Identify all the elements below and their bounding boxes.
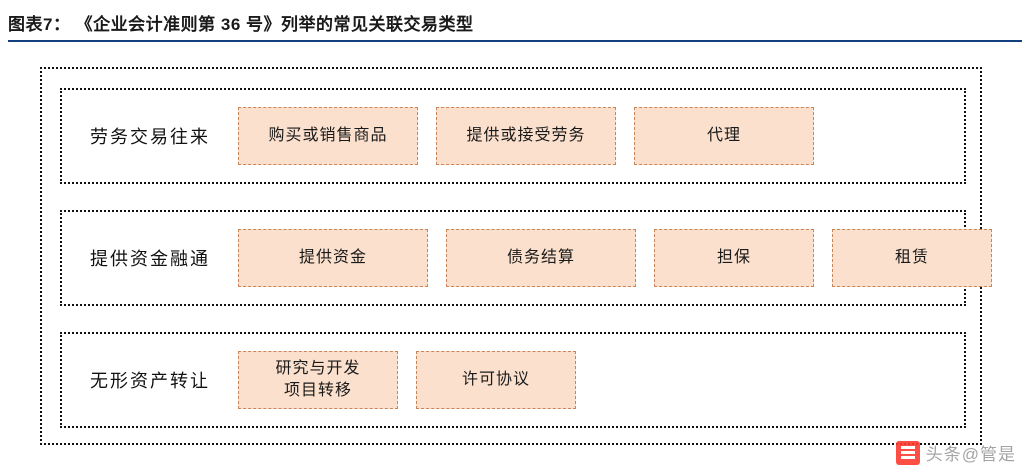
item-box: 债务结算 [446, 229, 636, 287]
diagram-outer-frame: 劳务交易往来 购买或销售商品 提供或接受劳务 代理 提供资金融通 提供资金 债务… [40, 67, 992, 445]
group-label: 劳务交易往来 [90, 127, 210, 147]
group-items: 研究与开发 项目转移 许可协议 [238, 351, 964, 409]
item-box: 提供资金 [238, 229, 428, 287]
group-row: 提供资金融通 提供资金 债务结算 担保 租赁 [60, 210, 992, 306]
group-row: 劳务交易往来 购买或销售商品 提供或接受劳务 代理 [60, 88, 966, 184]
item-box: 代理 [634, 107, 814, 165]
item-box: 提供或接受劳务 [436, 107, 616, 165]
title-underline-rule [8, 40, 1022, 42]
watermark: 头条@管是 [895, 440, 1016, 465]
group-label: 无形资产转让 [90, 371, 210, 391]
group-row: 无形资产转让 研究与开发 项目转移 许可协议 [60, 332, 966, 428]
item-box: 担保 [654, 229, 814, 287]
page-title: 图表7： 《企业会计准则第 36 号》列举的常见关联交易类型 [8, 15, 474, 34]
group-items: 提供资金 债务结算 担保 租赁 [238, 229, 1002, 287]
item-box: 研究与开发 项目转移 [238, 351, 398, 409]
item-box: 租赁 [832, 229, 992, 287]
figure-title-bar: 图表7： 《企业会计准则第 36 号》列举的常见关联交易类型 [8, 8, 1022, 42]
item-box: 购买或销售商品 [238, 107, 418, 165]
watermark-text: 头条@管是 [925, 445, 1016, 464]
toutiao-logo-icon [895, 440, 920, 465]
group-label: 提供资金融通 [90, 249, 210, 269]
item-box: 许可协议 [416, 351, 576, 409]
group-items: 购买或销售商品 提供或接受劳务 代理 [238, 107, 964, 165]
